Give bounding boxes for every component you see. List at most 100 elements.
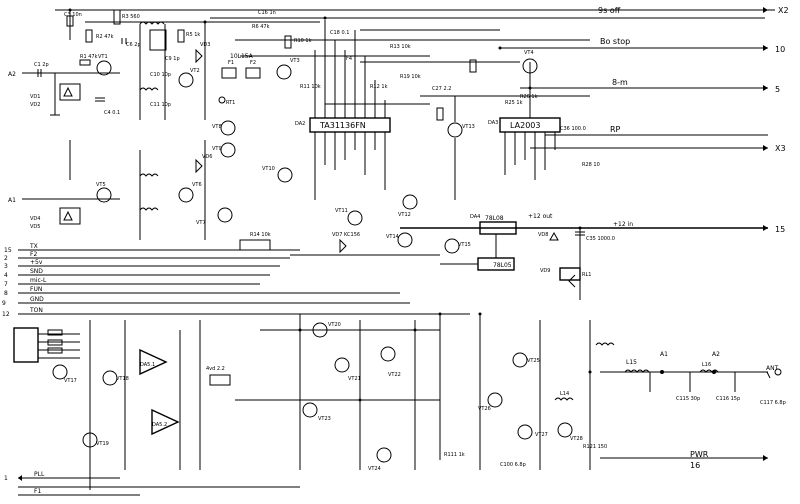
c36-label: C36 100.0 [560, 126, 586, 132]
vt19-label: VT19 [96, 441, 109, 447]
c117-label: C117 6.8p [760, 400, 786, 406]
vt7-label: VT7 [196, 220, 206, 226]
c1-label: C1 2p [34, 62, 49, 68]
da4-label: DA4 [470, 214, 480, 220]
c27-label: C27 2.2 [432, 86, 451, 92]
a1-right-node [660, 370, 664, 374]
pwr-pin16-label: 16 [690, 461, 700, 470]
regulators: 78L08 DA4 78L05 [440, 214, 517, 271]
audio-opamps: DA5.1 DA5.2 VT18 VT19 4vd 2.2 [82, 320, 231, 490]
vt20-label: VT20 [328, 322, 341, 328]
vt8-label: VT8 [212, 124, 222, 130]
r1-label: R1 47k [80, 54, 98, 60]
da52-label: DA5.2 [152, 422, 167, 428]
vt10-label: VT10 [262, 166, 275, 172]
pin-12-num: 12 [2, 311, 10, 318]
vt2-label: VT2 [190, 68, 200, 74]
pin-7-num: 7 [4, 281, 8, 288]
plus12out-label: +12 out [528, 213, 553, 220]
output-x3-arrow [763, 145, 768, 151]
r13-label: R13 10k [390, 44, 411, 50]
r26-label: R26 1k [520, 94, 538, 100]
r11-label: R11 10k [300, 84, 321, 90]
r121-label: R121 150 [583, 444, 607, 450]
vt26-label: VT26 [478, 406, 491, 412]
vt25-label: VT25 [527, 358, 540, 364]
plus12in-label: +12 in [613, 221, 633, 228]
ta31136fn-label: TA31136FN [319, 121, 366, 130]
vd5-label: VD5 [30, 224, 40, 230]
bottom-f1-label: F1 [34, 488, 41, 495]
output-x3-label: X3 [775, 144, 786, 153]
power-filter: VD8 C35 1000.0 VD9 RL1 [538, 228, 615, 300]
output-9s-off-label: 9s off [598, 6, 621, 15]
rf-pa-section: VT25 VT26 VT27 VT28 L14 R111 1k C100 6.8… [444, 314, 615, 470]
q10l15a-label: 10L15A [230, 53, 254, 60]
c3-label: C3 10n [64, 12, 82, 18]
vt2-rt1-group: VT2 R5 1k VD3 RT1 10L15A F1 F2 R6 47k VT… [177, 10, 312, 120]
c6-label: C6 2p [126, 42, 141, 48]
vd1-label: VD1 [30, 94, 40, 100]
vt28-label: VT28 [570, 436, 583, 442]
pin-f2-label: F2 [30, 251, 37, 258]
vt11-label: VT11 [335, 208, 348, 214]
pin-mic-label: mic-L [30, 277, 47, 284]
bottom-pll-label: PLL [34, 471, 45, 478]
bottom-pin-1: 1 [4, 475, 8, 482]
f4-label: F4 [346, 56, 352, 62]
pwr-label: PWR [690, 450, 709, 459]
ta31136fn-chip: TA31136FN DA2 F4 R11 10k R12 1k R13 10k … [295, 20, 451, 200]
vt23-label: VT23 [318, 416, 331, 422]
vt21-label: VT21 [348, 376, 361, 382]
f2p-label: F2 [250, 60, 256, 66]
vt9-label: VT9 [212, 146, 222, 152]
ant-label: ANT [766, 365, 779, 372]
left-pin-header: 15 TX 2 F2 3 +5v 4 SND 7 mic-L 8 FUN 9 G… [2, 243, 470, 318]
da5-label: DA5.1 [140, 362, 155, 368]
pin-2-num: 2 [4, 255, 8, 262]
vt4-label: VT4 [524, 50, 534, 56]
mid-transistors: VT10 VT11 VT12 VT14 VT15 VD7 KC156 [262, 166, 471, 256]
audio-transistors: VT20 VT21 VT22 VT23 VT24 [235, 314, 441, 472]
coil-group-top: C9 1p C10 10p C11 10p [139, 21, 180, 120]
vt3-label: VT3 [290, 58, 300, 64]
vd8-label: VD8 [538, 232, 548, 238]
c10-label: C10 10p [150, 72, 171, 78]
c35-label: C35 1000.0 [586, 236, 615, 242]
output-pin15-label: 15 [775, 225, 785, 234]
vt6-label: VT6 [192, 182, 202, 188]
vt13-label: VT13 [462, 124, 475, 130]
vt15-label: VT15 [458, 242, 471, 248]
vt27-label: VT27 [535, 432, 548, 438]
middle-if-stage: VT13 [436, 59, 477, 200]
78l05-label: 78L05 [493, 262, 512, 269]
78l08-label: 78L08 [485, 215, 504, 222]
l15-label: L15 [626, 359, 637, 366]
r28-label: R28 10 [582, 162, 600, 168]
output-pin10-label: 10 [775, 45, 785, 54]
c115-label: C115 30p [676, 396, 700, 402]
a2-right-label: A2 [712, 351, 720, 358]
vt12-label: VT12 [398, 212, 411, 218]
vd4-label: VD4 [30, 216, 40, 222]
bottom-pin-arrow [18, 475, 22, 481]
vt24-label: VT24 [368, 466, 381, 472]
vd9-label: VD9 [540, 268, 550, 274]
l16-label: L16 [702, 362, 711, 368]
output-pin5-label: 5 [775, 85, 780, 94]
r14-label: R14 10k [250, 232, 271, 238]
bottom-pins: 1 PLL F1 [4, 471, 300, 496]
pin-tx-label: TX [29, 243, 38, 250]
pin-gnd-label: GND [30, 296, 44, 303]
l14-label: L14 [560, 391, 569, 397]
r12-label: R12 1k [370, 84, 388, 90]
r3-label: R3 560 [122, 14, 140, 20]
vt22-label: VT22 [388, 372, 401, 378]
mic-connector: VT17 [13, 327, 80, 384]
output-x2-label: X2 [778, 6, 789, 15]
output-pin15-arrow [763, 225, 768, 231]
output-num-label: 8-m [612, 78, 628, 87]
rl1-label: RL1 [582, 272, 591, 278]
output-lpf: L15 L16 A1 A2 C115 30p C116 15p C117 6.8… [600, 351, 786, 406]
